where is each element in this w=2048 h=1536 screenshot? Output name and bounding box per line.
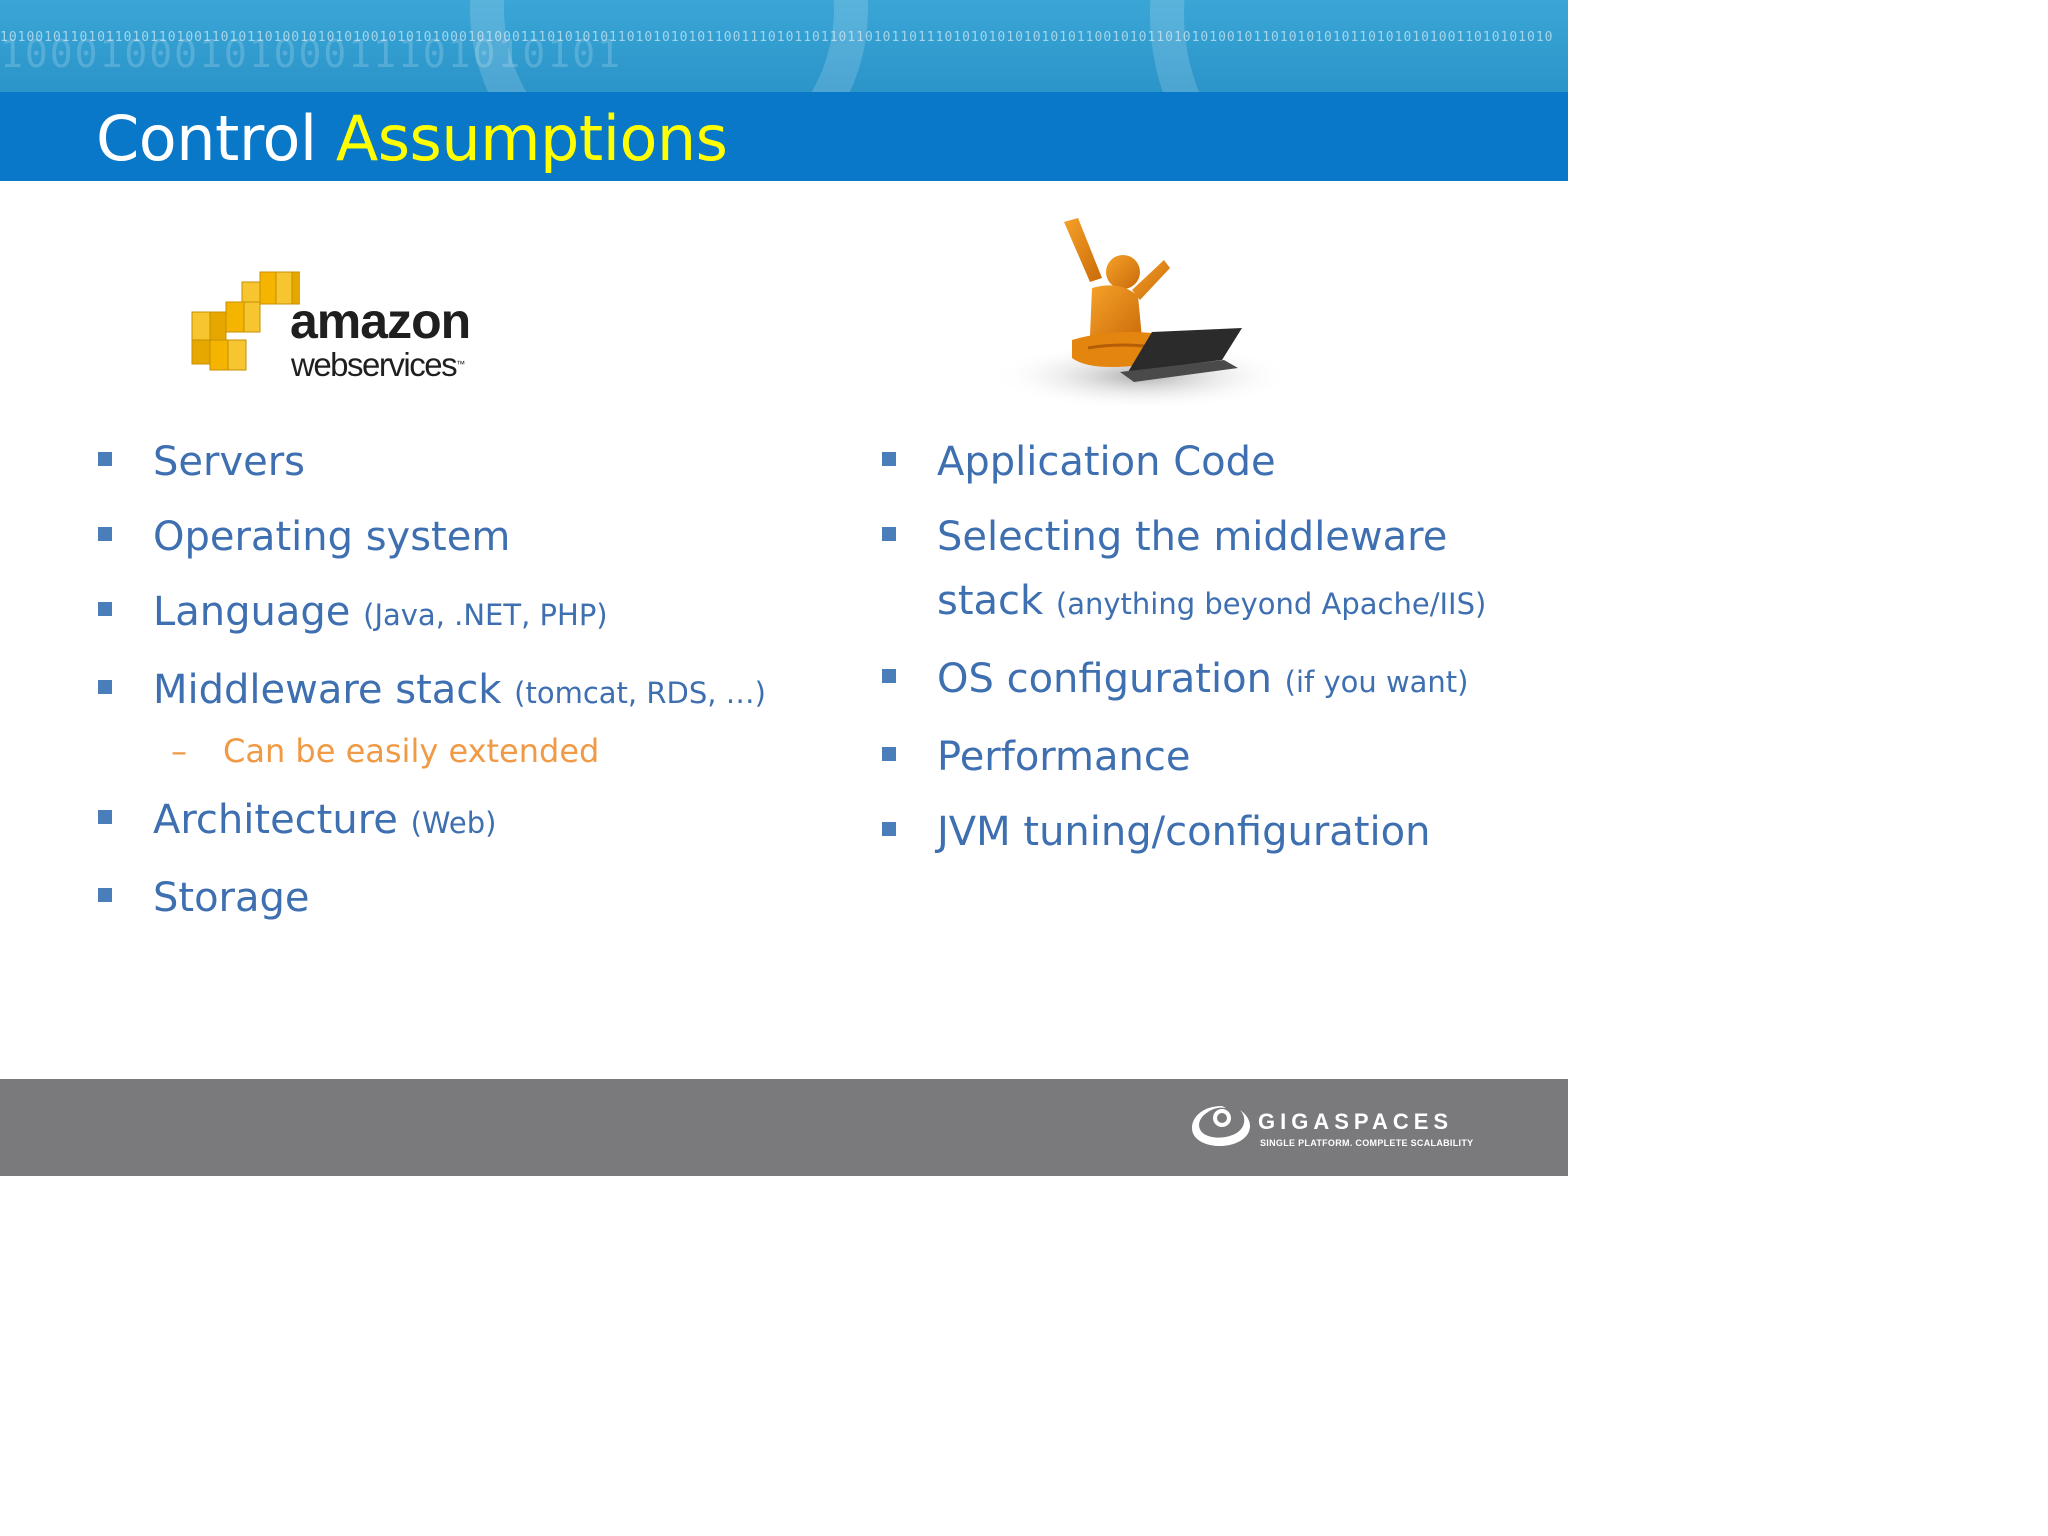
list-item-operating-system: Operating system	[96, 505, 856, 569]
list-item-storage: Storage	[96, 866, 856, 930]
list-item-label: Middleware stack	[153, 667, 502, 713]
aws-cubes-icon	[191, 271, 300, 371]
list-item-performance: Performance	[880, 725, 1560, 789]
list-item-note: (Java, .NET, PHP)	[363, 598, 608, 632]
dash-bullet-icon: –	[171, 732, 187, 770]
aws-wordmark-amazon: amazon	[290, 293, 471, 349]
square-bullet-icon	[882, 527, 896, 541]
decorative-ring	[1150, 0, 1568, 92]
list-item-note: (if you want)	[1284, 665, 1469, 699]
list-item-middleware-stack: Middleware stack (tomcat, RDS, …)	[96, 658, 856, 725]
list-item-text: Operating system	[153, 514, 511, 560]
square-bullet-icon	[98, 810, 112, 824]
list-item-selecting-middleware: Selecting the middleware stack (anything…	[880, 505, 1560, 636]
gigaspaces-swirl-icon	[1192, 1106, 1250, 1146]
person-with-laptop-image	[992, 210, 1292, 410]
square-bullet-icon	[882, 669, 896, 683]
gigaspaces-tagline: SINGLE PLATFORM. COMPLETE SCALABILITY	[1260, 1138, 1474, 1148]
sub-item-text: Can be easily extended	[223, 732, 600, 770]
list-item-application-code: Application Code	[880, 430, 1560, 494]
list-item-label: Selecting the middleware stack	[937, 514, 1448, 624]
list-item-os-configuration: OS configuration (if you want)	[880, 647, 1560, 714]
square-bullet-icon	[98, 452, 112, 466]
footer-band	[0, 1079, 1568, 1176]
list-item-text: Servers	[153, 439, 306, 485]
square-bullet-icon	[882, 452, 896, 466]
list-item-jvm-tuning: JVM tuning/configuration	[880, 800, 1560, 864]
square-bullet-icon	[98, 602, 112, 616]
list-item-architecture: Architecture (Web)	[96, 788, 856, 855]
list-item-text: Performance	[937, 734, 1191, 780]
list-item-servers: Servers	[96, 430, 856, 494]
left-bullet-list: Servers Operating system Language (Java,…	[96, 430, 856, 930]
binary-pattern-large: 1000100010100011101010101	[0, 32, 622, 76]
list-item-note: (tomcat, RDS, …)	[514, 676, 766, 710]
list-item-label: Architecture	[153, 797, 398, 843]
decorative-ring	[470, 0, 868, 92]
right-bullet-list: Application Code Selecting the middlewar…	[880, 430, 1560, 864]
slide-title: Control Assumptions	[96, 100, 728, 178]
square-bullet-icon	[98, 680, 112, 694]
gigaspaces-logo: GIGASPACES SINGLE PLATFORM. COMPLETE SCA…	[1190, 1100, 1490, 1156]
title-main: Control	[96, 102, 317, 175]
aws-logo: amazon webservices™	[190, 268, 520, 383]
list-item-label: OS configuration	[937, 656, 1272, 702]
trademark-symbol: ™	[456, 359, 466, 369]
square-bullet-icon	[98, 888, 112, 902]
list-item-text: Storage	[153, 875, 310, 921]
list-item-note: (anything beyond Apache/IIS)	[1055, 587, 1487, 621]
list-item-note: (Web)	[410, 806, 497, 840]
list-item-text: OS configuration (if you want)	[937, 656, 1469, 702]
aws-wordmark-webservices-text: webservices	[291, 346, 458, 383]
list-item-label: Language	[153, 589, 351, 635]
square-bullet-icon	[98, 527, 112, 541]
list-item-text: Selecting the middleware stack (anything…	[937, 505, 1537, 636]
sub-item-easily-extended: – Can be easily extended	[96, 725, 856, 777]
list-item-text: Language (Java, .NET, PHP)	[153, 589, 608, 635]
cheering-person-icon	[992, 218, 1292, 410]
list-item-text: Middleware stack (tomcat, RDS, …)	[153, 667, 766, 713]
title-accent: Assumptions	[335, 102, 728, 175]
square-bullet-icon	[882, 747, 896, 761]
binary-pattern: 1010010110101101011010011010110100101010…	[0, 30, 1554, 45]
gigaspaces-wordmark: GIGASPACES	[1258, 1109, 1454, 1134]
list-item-text: Application Code	[937, 439, 1276, 485]
square-bullet-icon	[882, 822, 896, 836]
list-item-text: Architecture (Web)	[153, 797, 496, 843]
title-band	[0, 92, 1568, 181]
list-item-language: Language (Java, .NET, PHP)	[96, 580, 856, 647]
aws-wordmark-webservices: webservices™	[291, 348, 465, 381]
list-item-text: JVM tuning/configuration	[937, 809, 1431, 855]
header-decoration: 1000100010100011101010101 10100101101011…	[0, 0, 1568, 92]
